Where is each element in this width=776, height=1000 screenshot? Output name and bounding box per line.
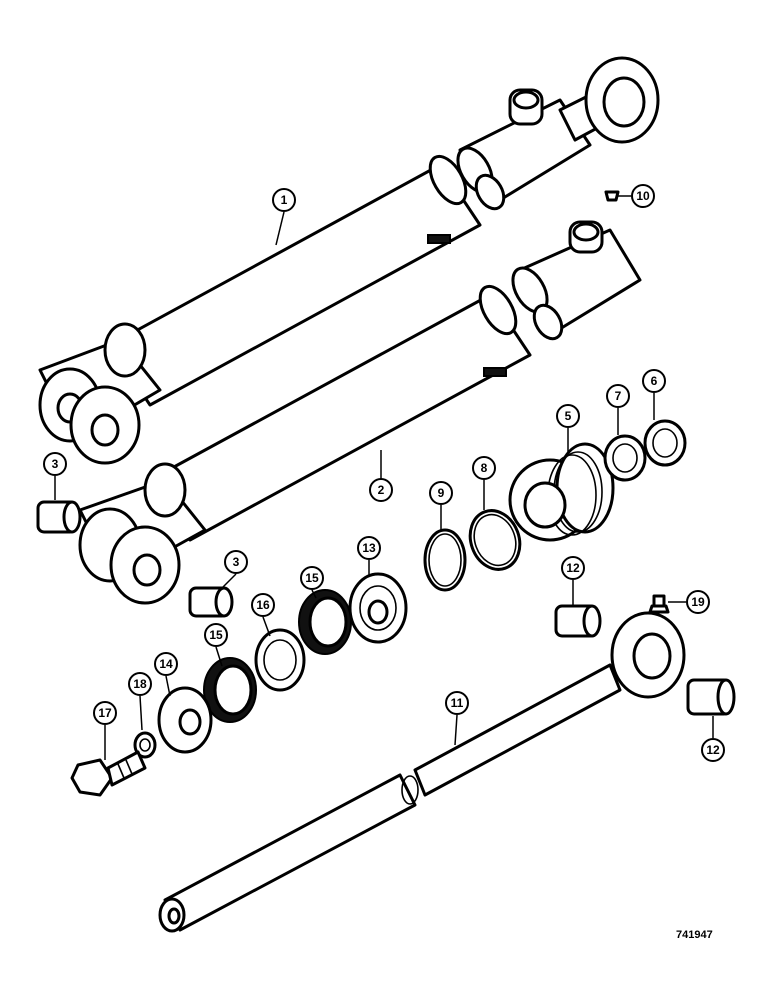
bushing-left — [36, 500, 82, 534]
svg-text:15: 15 — [209, 628, 223, 642]
grease-fitting-part-19 — [648, 594, 670, 614]
callout-7: 7 — [606, 384, 630, 408]
svg-text:2: 2 — [378, 483, 385, 497]
callout-12-upper: 12 — [561, 556, 585, 580]
piston-part-13 — [348, 572, 408, 644]
gland-part-5 — [508, 442, 615, 542]
svg-text:10: 10 — [636, 189, 650, 203]
callout-9: 9 — [429, 481, 453, 505]
callout-16: 16 — [251, 593, 275, 617]
callout-15-upper: 15 — [300, 566, 324, 590]
callout-3-center: 3 — [224, 550, 248, 574]
callout-1: 1 — [272, 188, 296, 212]
svg-text:12: 12 — [566, 561, 580, 575]
ring-part-16 — [254, 628, 306, 692]
callout-11: 11 — [445, 691, 469, 715]
o-ring-part-9 — [423, 528, 467, 592]
svg-text:17: 17 — [98, 706, 112, 720]
svg-text:12: 12 — [706, 743, 720, 757]
backup-ring-part-8 — [468, 509, 522, 571]
washer-part-14 — [157, 686, 213, 754]
callout-12-lower: 12 — [701, 738, 725, 762]
svg-text:9: 9 — [438, 486, 445, 500]
washer-part-18 — [133, 731, 157, 759]
bolt-part-17 — [70, 750, 147, 797]
svg-text:19: 19 — [691, 595, 705, 609]
svg-text:16: 16 — [256, 598, 270, 612]
cylinder-assembly-2 — [78, 220, 642, 605]
svg-text:3: 3 — [233, 555, 240, 569]
callout-10: 10 — [631, 184, 655, 208]
svg-text:1: 1 — [281, 193, 288, 207]
callout-5: 5 — [556, 404, 580, 428]
svg-text:14: 14 — [159, 657, 173, 671]
figure-code: 741947 — [676, 929, 713, 941]
callout-19: 19 — [686, 590, 710, 614]
callout-17: 17 — [93, 701, 117, 725]
seal-part-15-upper — [298, 589, 352, 655]
callout-13: 13 — [357, 536, 381, 560]
callout-3-left: 3 — [43, 452, 67, 476]
rod-part-11 — [158, 611, 686, 933]
callout-8: 8 — [472, 456, 496, 480]
svg-text:7: 7 — [615, 389, 622, 403]
svg-text:6: 6 — [651, 374, 658, 388]
callout-15-lower: 15 — [204, 623, 228, 647]
bushing-part-12-lower — [686, 678, 736, 716]
svg-text:3: 3 — [52, 457, 59, 471]
svg-text:13: 13 — [362, 541, 376, 555]
svg-text:15: 15 — [305, 571, 319, 585]
bushing-part-12-upper — [554, 604, 602, 638]
callout-14: 14 — [154, 652, 178, 676]
svg-text:5: 5 — [565, 409, 572, 423]
callout-2: 2 — [369, 478, 393, 502]
svg-text:11: 11 — [451, 696, 464, 710]
callout-18: 18 — [128, 672, 152, 696]
grease-fitting-part-10 — [604, 190, 620, 202]
svg-text:18: 18 — [133, 677, 147, 691]
seal-part-15-lower — [203, 657, 257, 723]
svg-text:8: 8 — [481, 461, 488, 475]
wiper-part-6 — [643, 419, 687, 467]
leader-lines — [54, 195, 714, 760]
bushing-center — [188, 586, 234, 618]
cylinder-assembly-1 — [38, 56, 660, 465]
callout-6: 6 — [642, 369, 666, 393]
seal-part-7 — [603, 434, 647, 482]
